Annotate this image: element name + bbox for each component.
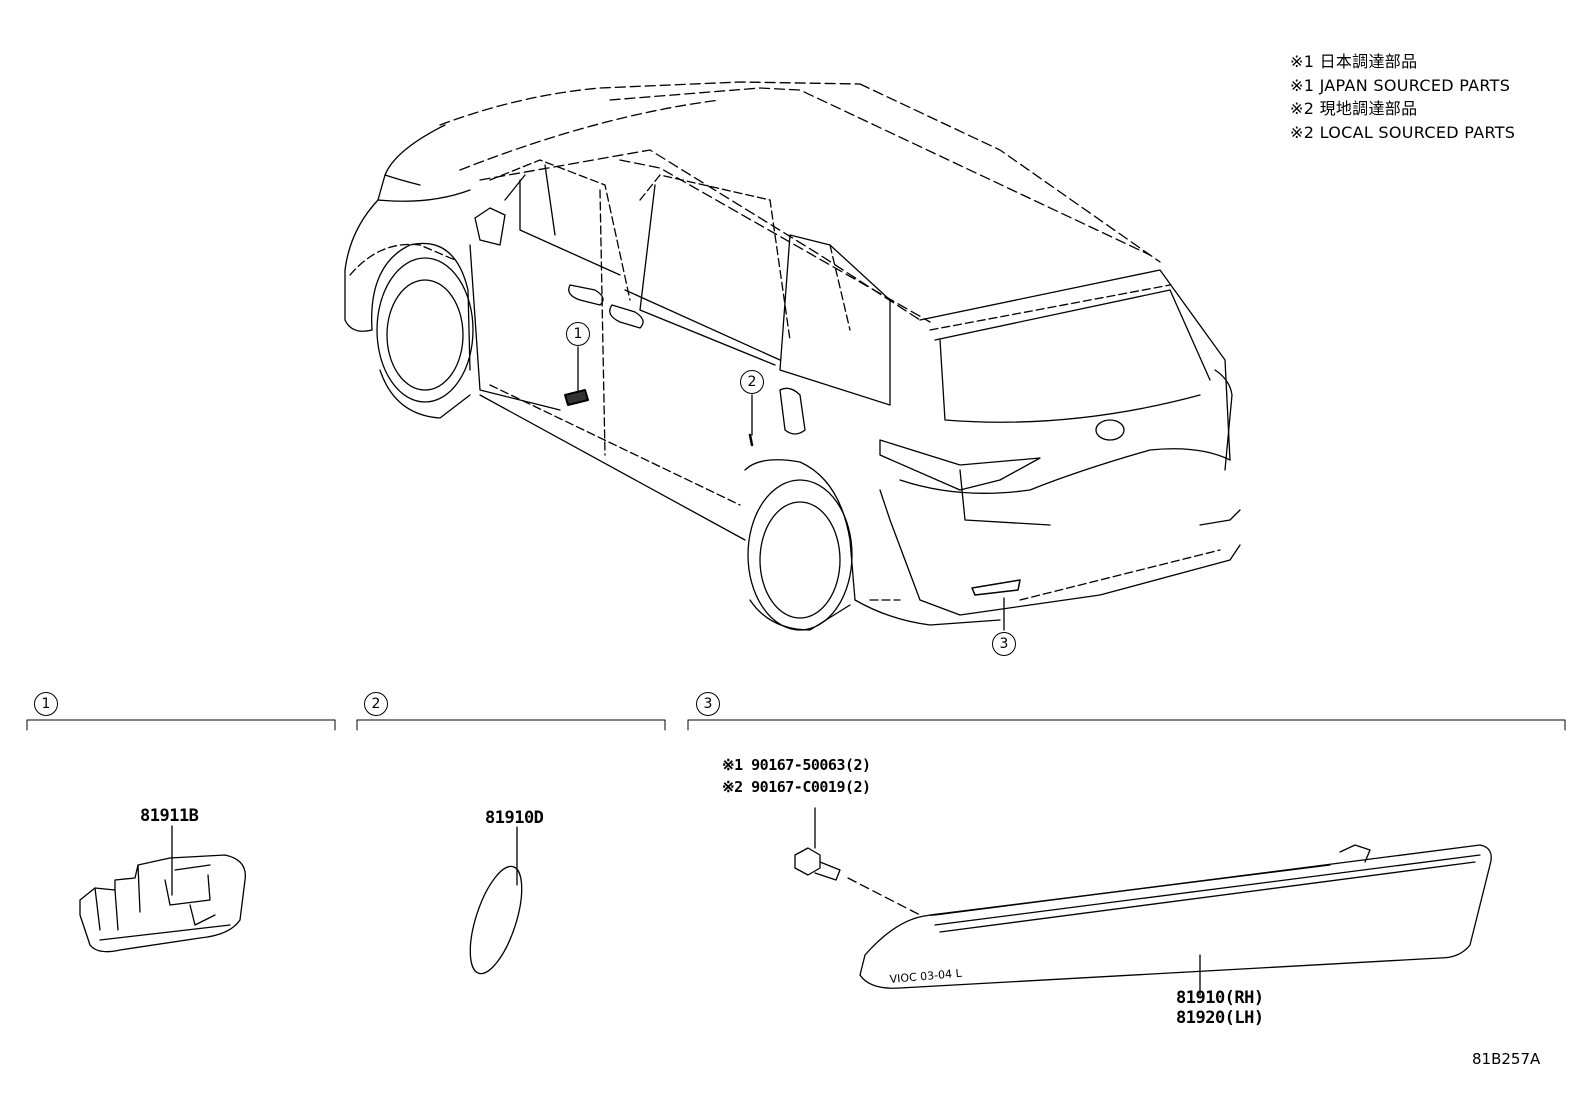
fastener-note-1: ※1 90167-50063(2)	[722, 756, 871, 774]
fastener-note-2: ※2 90167-C0019(2)	[722, 778, 871, 796]
legend-line: ※2 現地調達部品	[1290, 99, 1418, 118]
callout-2: 2	[740, 370, 764, 394]
section-1-number: 1	[34, 692, 58, 716]
sourcing-legend: ※1 日本調達部品 ※1 JAPAN SOURCED PARTS ※2 現地調達…	[1290, 50, 1515, 144]
legend-line: ※2 LOCAL SOURCED PARTS	[1290, 122, 1516, 142]
part-number-81920-lh: 81920(LH)	[1176, 1008, 1264, 1028]
diagram-code: 81B257A	[1472, 1050, 1541, 1068]
part-81910-illustration: VIOC 03-04 L	[794, 807, 1492, 996]
section-2-number: 2	[364, 692, 388, 716]
vehicle-illustration	[344, 81, 1241, 631]
part-number-81911b: 81911B	[140, 806, 199, 826]
part-number-81910d: 81910D	[485, 808, 544, 828]
part-81910d-illustration	[469, 826, 523, 975]
callout-3: 3	[992, 632, 1016, 656]
section-3-number: 3	[696, 692, 720, 716]
part-number-81910-rh: 81910(RH)	[1176, 988, 1264, 1008]
reflector-marking: VIOC 03-04 L	[889, 967, 963, 986]
legend-line: ※1 JAPAN SOURCED PARTS	[1290, 75, 1511, 95]
legend-line: ※1 日本調達部品	[1290, 52, 1418, 71]
section-brackets	[26, 719, 1566, 731]
part-81911b-illustration	[79, 825, 246, 953]
callout-1: 1	[566, 322, 590, 346]
